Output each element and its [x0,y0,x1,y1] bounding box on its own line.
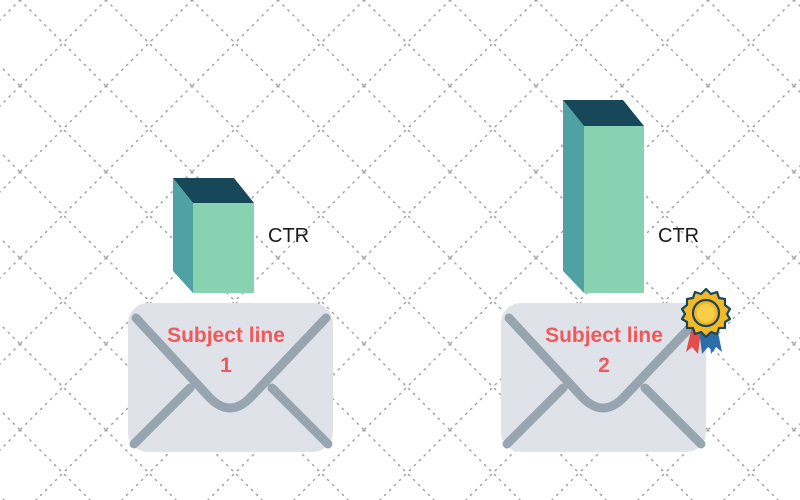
bar-2-side [563,100,584,293]
subject-line-1-text-b: 1 [220,354,232,377]
subject-line-2-text-a: Subject line [545,324,663,347]
ctr-label-1: CTR [268,225,310,247]
envelope-1-body [128,303,333,452]
envelope-2-body [501,303,706,452]
bar-1-front [193,203,254,293]
subject-line-2-text-b: 2 [598,354,610,377]
subject-line-1-text-a: Subject line [167,324,285,347]
bar-2-top [563,100,644,126]
bar-2-front [584,126,644,293]
ctr-label-2: CTR [658,225,700,247]
bar-1-side [173,178,193,293]
bar-1-top [173,178,254,203]
